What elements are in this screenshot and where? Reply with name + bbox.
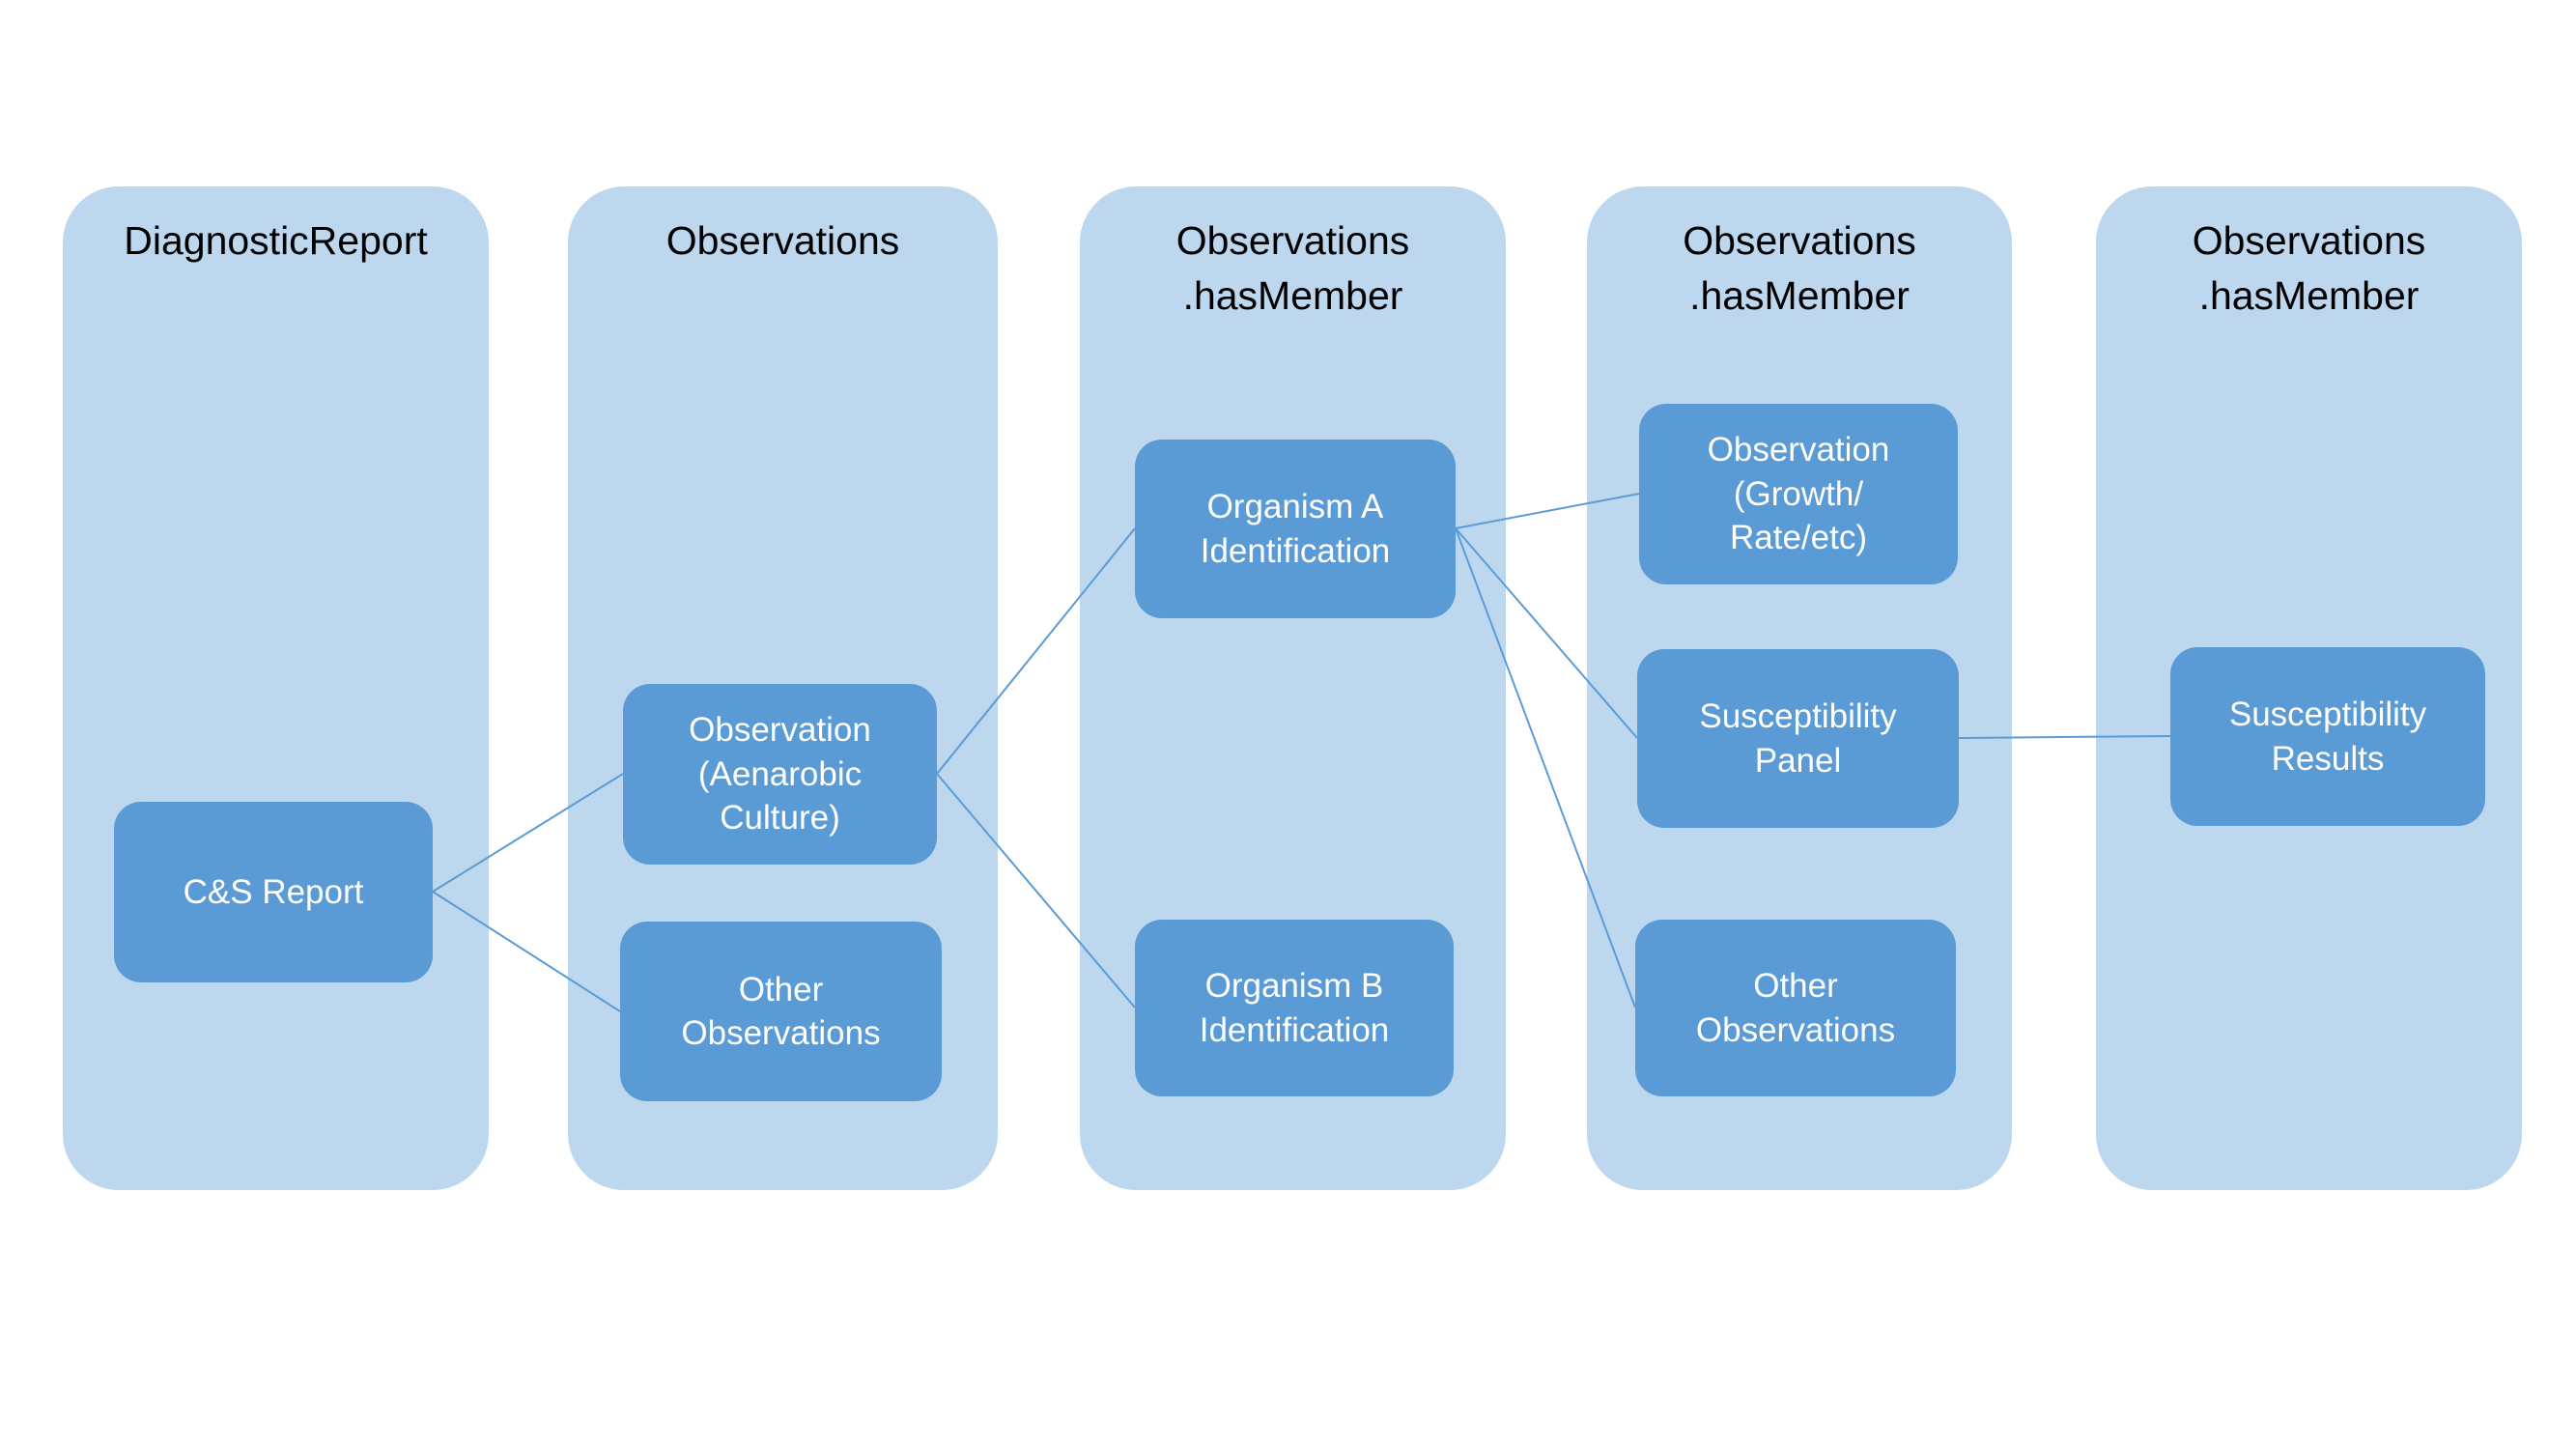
column-title: Observations .hasMember [1175,218,1410,318]
node-other-observations-1: Other Observations [620,922,942,1101]
node-observation-aenarobic-culture: Observation (Aenarobic Culture) [623,684,937,865]
column-title: DiagnosticReport [124,218,428,263]
column-diagnostic-report: DiagnosticReport [63,186,489,1190]
column-title: Observations .hasMember [2192,218,2426,318]
node-organism-b-identification: Organism B Identification [1135,920,1454,1096]
column-title: Observations .hasMember [1683,218,1916,318]
node-other-observations-2: Other Observations [1635,920,1956,1096]
node-cs-report: C&S Report [114,802,433,982]
node-susceptibility-results: Susceptibility Results [2170,647,2485,826]
column-title: Observations [665,218,900,263]
node-susceptibility-panel: Susceptibility Panel [1637,649,1959,828]
node-organism-a-identification: Organism A Identification [1135,440,1456,618]
node-observation-growth-rate: Observation (Growth/ Rate/etc) [1639,404,1958,584]
